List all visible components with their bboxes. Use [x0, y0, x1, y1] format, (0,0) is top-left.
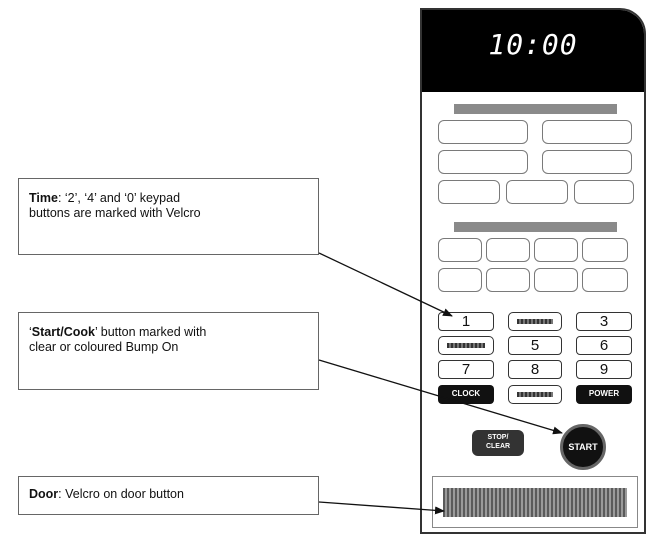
power-button[interactable]: POWER: [576, 385, 632, 404]
key-4-velcro[interactable]: [438, 336, 494, 355]
callout-door-heading: Door: [29, 487, 59, 501]
stop-label: STOP/: [487, 434, 509, 441]
microwave-control-panel: 10:00 1 3 5 6 7 8 9 CLOCK POWER: [420, 8, 646, 534]
blank-key[interactable]: [574, 180, 634, 204]
blank-key[interactable]: [582, 238, 628, 262]
blank-key[interactable]: [438, 120, 528, 144]
callout-time-line1: Time: ‘2’, ‘4’ and ‘0’ keypad: [29, 191, 308, 206]
clock-button[interactable]: CLOCK: [438, 385, 494, 404]
blank-key[interactable]: [486, 268, 530, 292]
door-button-velcro[interactable]: [443, 488, 627, 517]
callout-time-text: : ‘2’, ‘4’ and ‘0’ keypad: [57, 191, 181, 205]
door-area: [432, 476, 638, 528]
display-time: 10:00: [488, 28, 578, 61]
blank-key[interactable]: [582, 268, 628, 292]
key-9[interactable]: 9: [576, 360, 632, 379]
callout-time: Time: ‘2’, ‘4’ and ‘0’ keypad buttons ar…: [18, 178, 319, 255]
key-6[interactable]: 6: [576, 336, 632, 355]
callout-start-line2: clear or coloured Bump On: [29, 340, 179, 354]
callout-door-text: : Velcro on door button: [58, 487, 184, 501]
clear-label: CLEAR: [485, 443, 511, 450]
key-0-velcro[interactable]: [508, 385, 562, 404]
blank-key[interactable]: [506, 180, 568, 204]
start-button[interactable]: START: [560, 424, 606, 470]
callout-door: Door: Velcro on door button: [18, 476, 319, 515]
display-screen: 10:00: [422, 10, 644, 92]
callout-time-heading: Time: [29, 191, 58, 205]
blank-key[interactable]: [534, 268, 578, 292]
callout-start-open-quote: ‘: [29, 325, 32, 339]
blank-key[interactable]: [542, 150, 632, 174]
key-2-velcro[interactable]: [508, 312, 562, 331]
callout-start-cook: ‘Start/Cook’ button marked with clear or…: [18, 312, 319, 390]
label-bar-top: [454, 104, 617, 114]
key-1[interactable]: 1: [438, 312, 494, 331]
key-5[interactable]: 5: [508, 336, 562, 355]
key-7[interactable]: 7: [438, 360, 494, 379]
key-3[interactable]: 3: [576, 312, 632, 331]
blank-key[interactable]: [438, 238, 482, 262]
callout-start-heading: Start/Cook: [31, 325, 95, 339]
blank-key[interactable]: [534, 238, 578, 262]
callout-start-text: ’ button marked with: [94, 325, 207, 339]
blank-key[interactable]: [486, 238, 530, 262]
callout-time-line2: buttons are marked with Velcro: [29, 206, 201, 220]
stop-clear-button[interactable]: STOP/ CLEAR: [472, 430, 524, 456]
blank-key[interactable]: [438, 268, 482, 292]
key-8[interactable]: 8: [508, 360, 562, 379]
callout-start-line1: ‘Start/Cook’ button marked with: [29, 325, 308, 340]
blank-key[interactable]: [438, 150, 528, 174]
label-bar-middle: [454, 222, 617, 232]
blank-key[interactable]: [438, 180, 500, 204]
blank-key[interactable]: [542, 120, 632, 144]
